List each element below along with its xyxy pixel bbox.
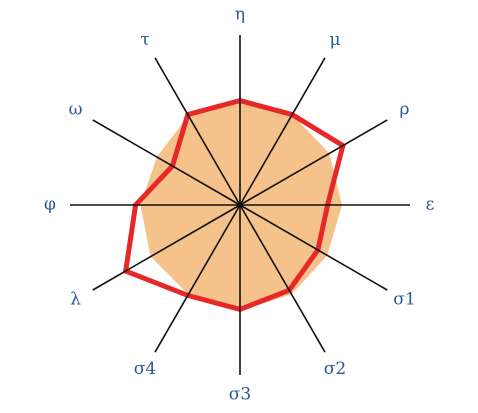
spoke-layer — [70, 35, 410, 375]
spoke-x — [239, 57, 326, 206]
spoke-x — [92, 204, 241, 291]
axis-label-layer: η μ ρ ε σ1 σ2 σ3 σ4 λ φ ω τ — [44, 5, 435, 405]
axis-label-x: φ — [44, 195, 56, 215]
spoke-4 — [154, 204, 241, 353]
spoke-x — [239, 119, 388, 206]
axis-label-x: ω — [69, 100, 83, 120]
spoke-2 — [239, 204, 326, 353]
spoke-x — [154, 57, 241, 206]
axis-label-x: μ — [329, 30, 340, 50]
axis-label-1: σ1 — [393, 290, 415, 310]
axis-label-x: ρ — [400, 100, 410, 120]
axis-label-x: ε — [426, 195, 435, 215]
axis-label-3: σ3 — [229, 385, 251, 405]
axis-label-2: σ2 — [324, 359, 346, 379]
axis-label-x: η — [235, 5, 245, 25]
axis-label-x: τ — [140, 30, 149, 50]
axis-label-4: σ4 — [134, 359, 156, 379]
spoke-1 — [239, 204, 388, 291]
axis-label-x: λ — [70, 290, 81, 310]
spoke-x — [92, 119, 241, 206]
